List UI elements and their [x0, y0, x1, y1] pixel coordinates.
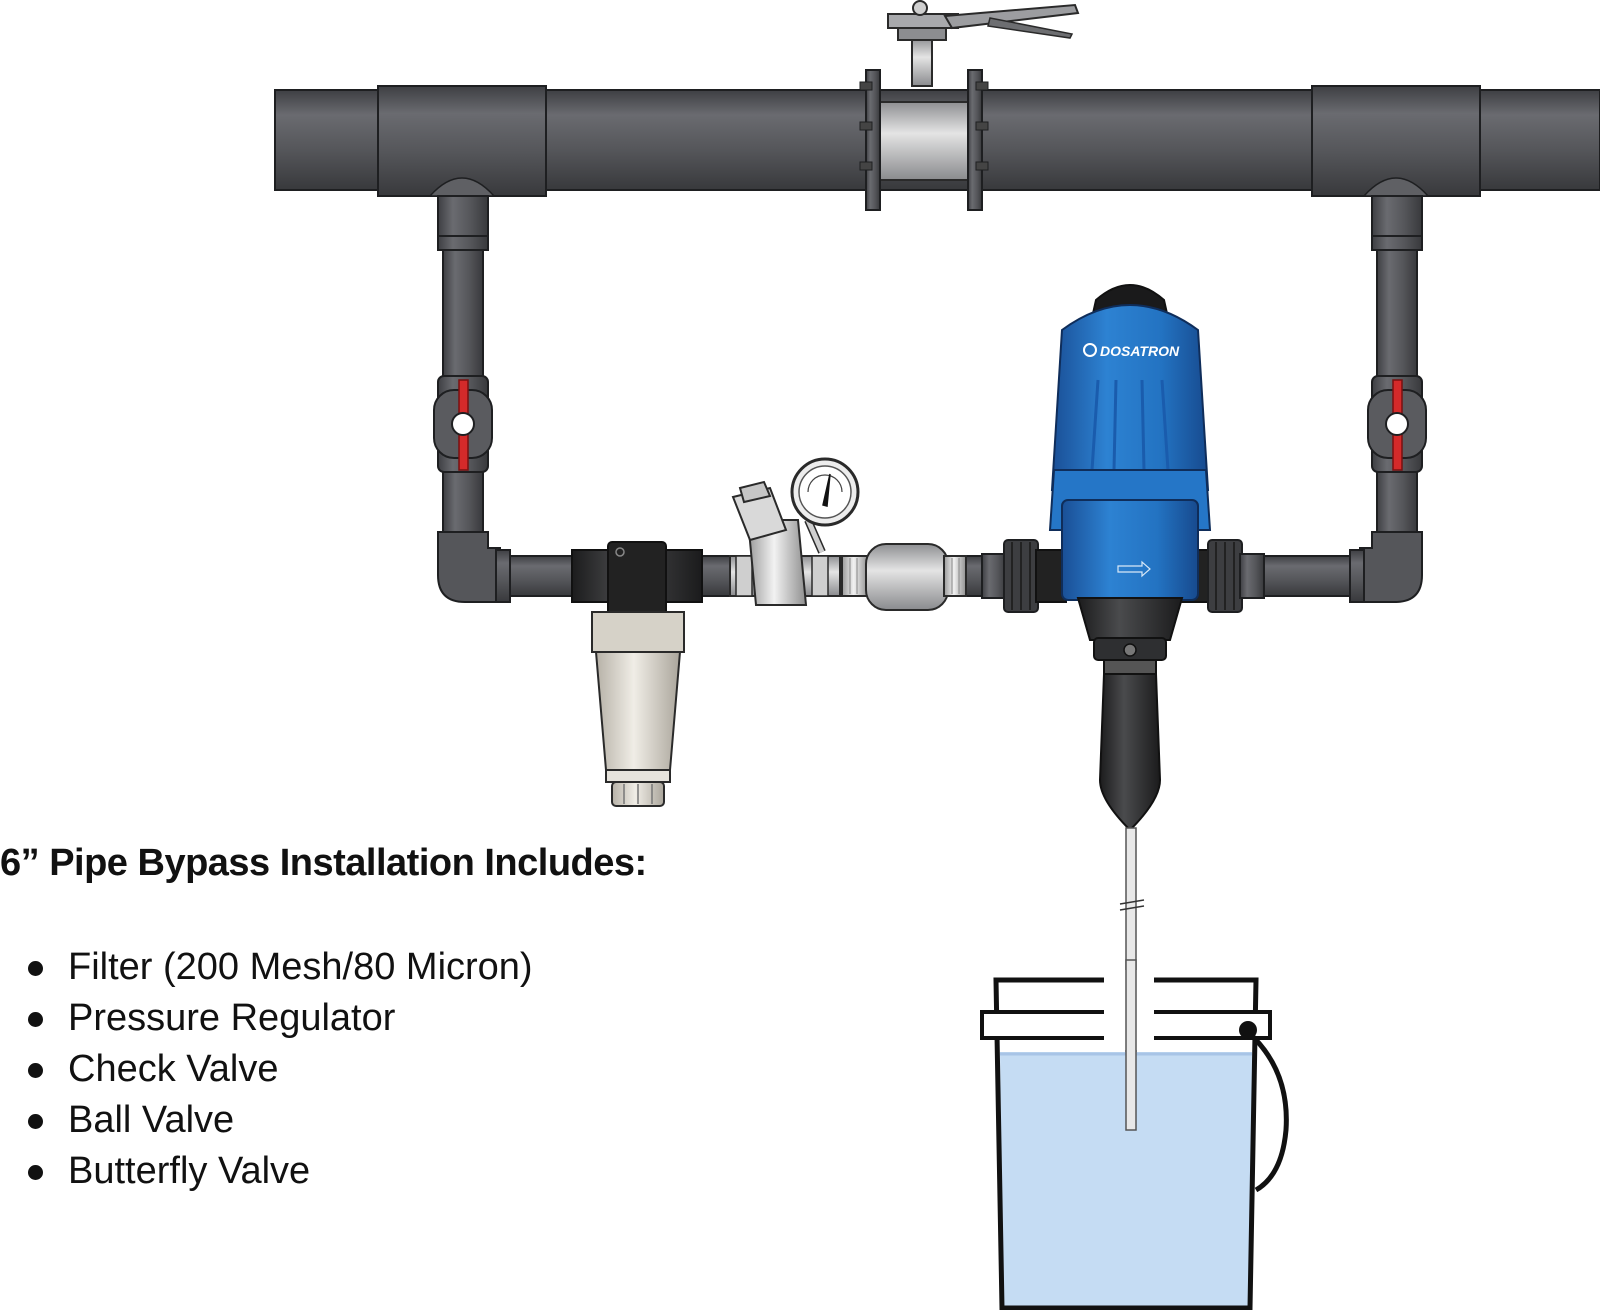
list-item-label: Pressure Regulator: [68, 997, 396, 1039]
filter: [571, 541, 703, 807]
left-ball-valve: [433, 375, 493, 473]
bullet-icon: [28, 1063, 43, 1078]
bullet-icon: [28, 1165, 43, 1180]
bullet-icon: [28, 1012, 43, 1027]
right-elbow: [1349, 531, 1423, 603]
check-valve: [841, 543, 967, 611]
list-item: Check Valve: [22, 1044, 533, 1095]
dosatron-logo: DOSATRON: [1100, 343, 1180, 359]
solution-bucket: [980, 959, 1289, 1310]
page-title: 6” Pipe Bypass Installation Includes:: [0, 842, 647, 884]
bullet-icon: [28, 1114, 43, 1129]
list-item: Pressure Regulator: [22, 993, 533, 1044]
components-list: Filter (200 Mesh/80 Micron) Pressure Reg…: [22, 942, 533, 1197]
pressure-regulator: [729, 457, 860, 606]
list-item: Filter (200 Mesh/80 Micron): [22, 942, 533, 993]
right-tee-fitting: [1311, 85, 1481, 239]
list-item: Ball Valve: [22, 1095, 533, 1146]
list-item-label: Butterfly Valve: [68, 1150, 311, 1192]
left-tee-fitting: [377, 85, 547, 239]
left-union: [981, 539, 1067, 613]
list-item-label: Filter (200 Mesh/80 Micron): [68, 946, 533, 988]
right-ball-valve: [1367, 375, 1427, 473]
list-item-label: Ball Valve: [68, 1099, 235, 1141]
bullet-icon: [28, 961, 43, 976]
list-item: Butterfly Valve: [22, 1146, 533, 1197]
list-item-label: Check Valve: [68, 1048, 279, 1090]
left-elbow: [437, 531, 511, 603]
dosatron-injector: DOSATRON: [1048, 284, 1212, 832]
butterfly-valve: [859, 0, 1080, 211]
